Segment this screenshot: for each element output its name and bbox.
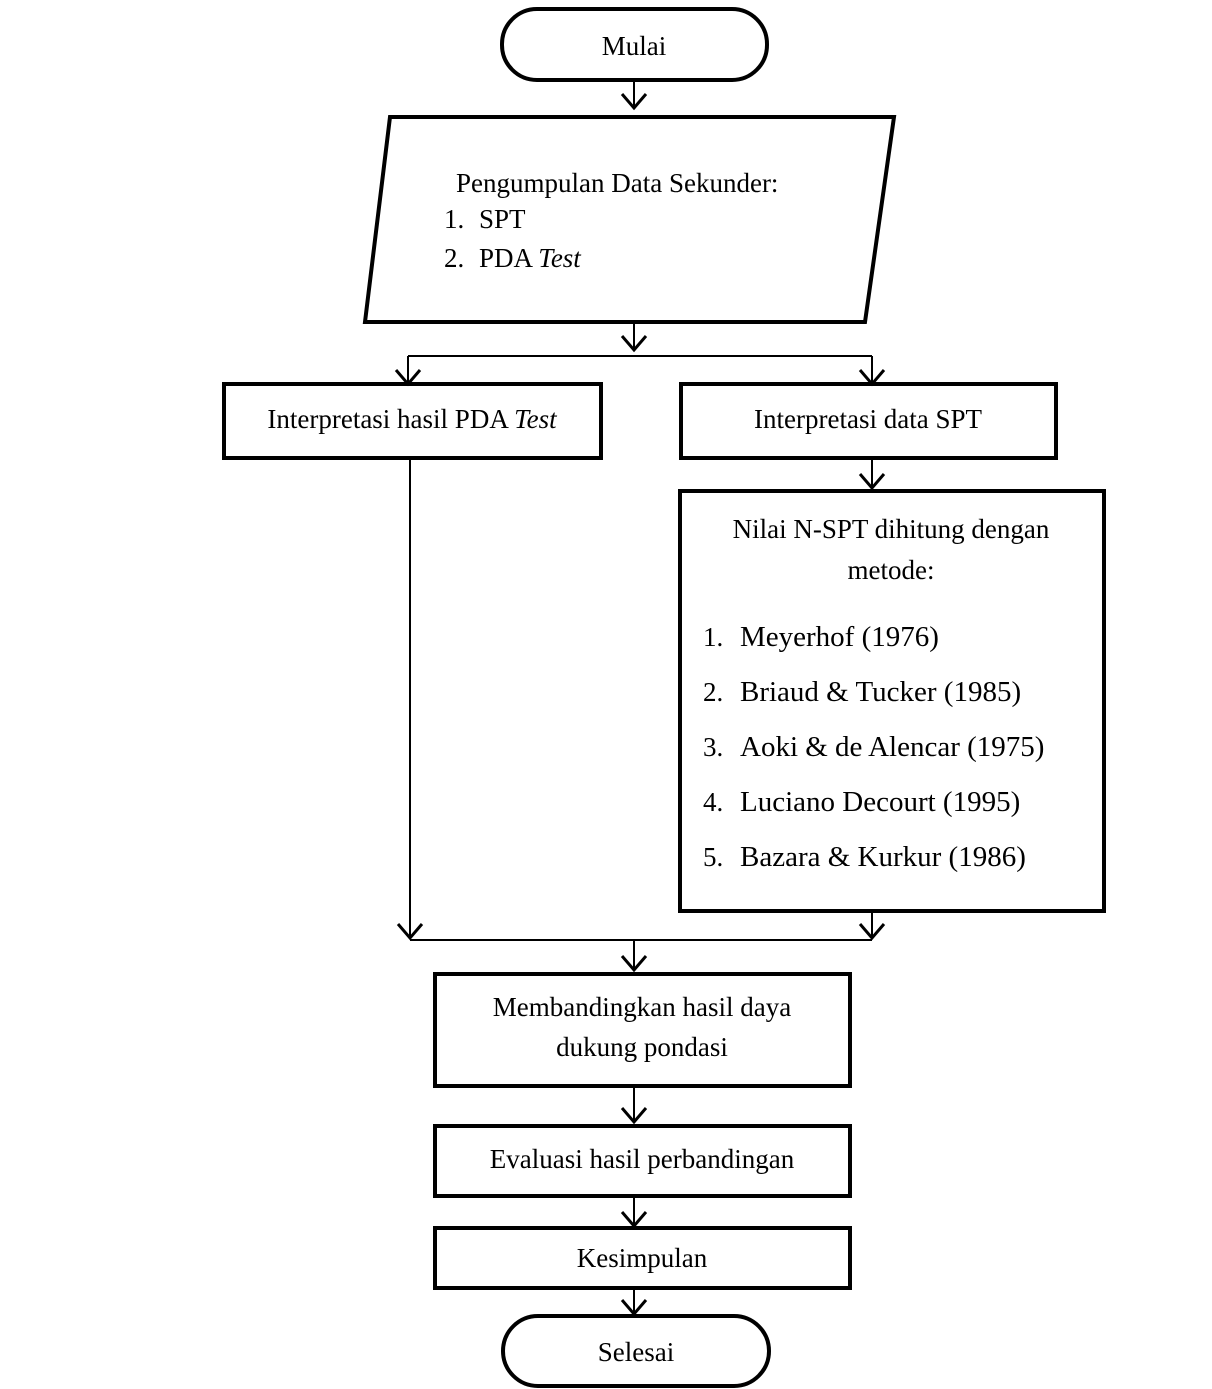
start-label: Mulai <box>602 31 667 61</box>
spt-interpretation-box: Interpretasi data SPT <box>679 382 1058 460</box>
end-terminator: Selesai <box>501 1314 771 1388</box>
method-3-text: Aoki & de Alencar (1975) <box>740 731 1044 763</box>
conclusion-label: Kesimpulan <box>577 1243 708 1273</box>
merge-connector <box>396 458 886 941</box>
split-connector <box>394 355 886 387</box>
data-item-1-number: 1. <box>444 204 464 234</box>
arrow-merge-to-compare <box>620 940 648 973</box>
nspt-methods-box: Nilai N-SPT dihitung dengan metode: 1. M… <box>678 489 1106 913</box>
evaluate-label: Evaluasi hasil perbandingan <box>490 1144 795 1174</box>
method-4-text: Luciano Decourt (1995) <box>740 786 1020 818</box>
pda-interpretation-label: Interpretasi hasil PDA Test <box>267 404 558 434</box>
method-5-number: 5. <box>703 842 723 872</box>
data-collection-parallelogram: Pengumpulan Data Sekunder: 1. SPT 2. PDA… <box>362 115 897 324</box>
conclusion-box: Kesimpulan <box>433 1226 852 1290</box>
arrow-spt-to-methods <box>858 458 886 491</box>
arrow-start-to-data <box>620 80 648 111</box>
compare-line2: dukung pondasi <box>556 1032 728 1062</box>
data-item-2-italic: Test <box>538 243 582 273</box>
method-5-text: Bazara & Kurkur (1986) <box>740 841 1026 873</box>
data-collection-title: Pengumpulan Data Sekunder: <box>456 168 778 198</box>
pda-interpretation-plain: Interpretasi hasil PDA <box>267 404 514 434</box>
method-2-text: Briaud & Tucker (1985) <box>740 676 1021 708</box>
data-item-2-number: 2. <box>444 243 464 273</box>
method-1-text: Meyerhof (1976) <box>740 621 939 653</box>
arrow-conclusion-to-end <box>620 1288 648 1317</box>
pda-interpretation-box: Interpretasi hasil PDA Test <box>222 382 603 460</box>
data-item-2-plain: PDA <box>479 243 538 273</box>
method-3-number: 3. <box>703 732 723 762</box>
data-item-2-text: PDA Test <box>479 243 582 273</box>
nspt-title-line1: Nilai N-SPT dihitung dengan <box>733 514 1050 544</box>
data-item-1-text: SPT <box>479 204 526 234</box>
arrow-data-to-split <box>620 322 648 353</box>
evaluate-box: Evaluasi hasil perbandingan <box>433 1124 852 1198</box>
compare-box: Membandingkan hasil daya dukung pondasi <box>433 972 852 1088</box>
spt-interpretation-label: Interpretasi data SPT <box>754 404 982 434</box>
nspt-title-line2: metode: <box>848 555 935 585</box>
pda-interpretation-italic: Test <box>514 404 558 434</box>
arrow-evaluate-to-conclusion <box>620 1196 648 1229</box>
arrow-compare-to-evaluate <box>620 1086 648 1125</box>
compare-line1: Membandingkan hasil daya <box>493 992 791 1022</box>
method-1-number: 1. <box>703 622 723 652</box>
method-4-number: 4. <box>703 787 723 817</box>
method-2-number: 2. <box>703 677 723 707</box>
end-label: Selesai <box>598 1337 674 1367</box>
start-terminator: Mulai <box>500 7 769 82</box>
